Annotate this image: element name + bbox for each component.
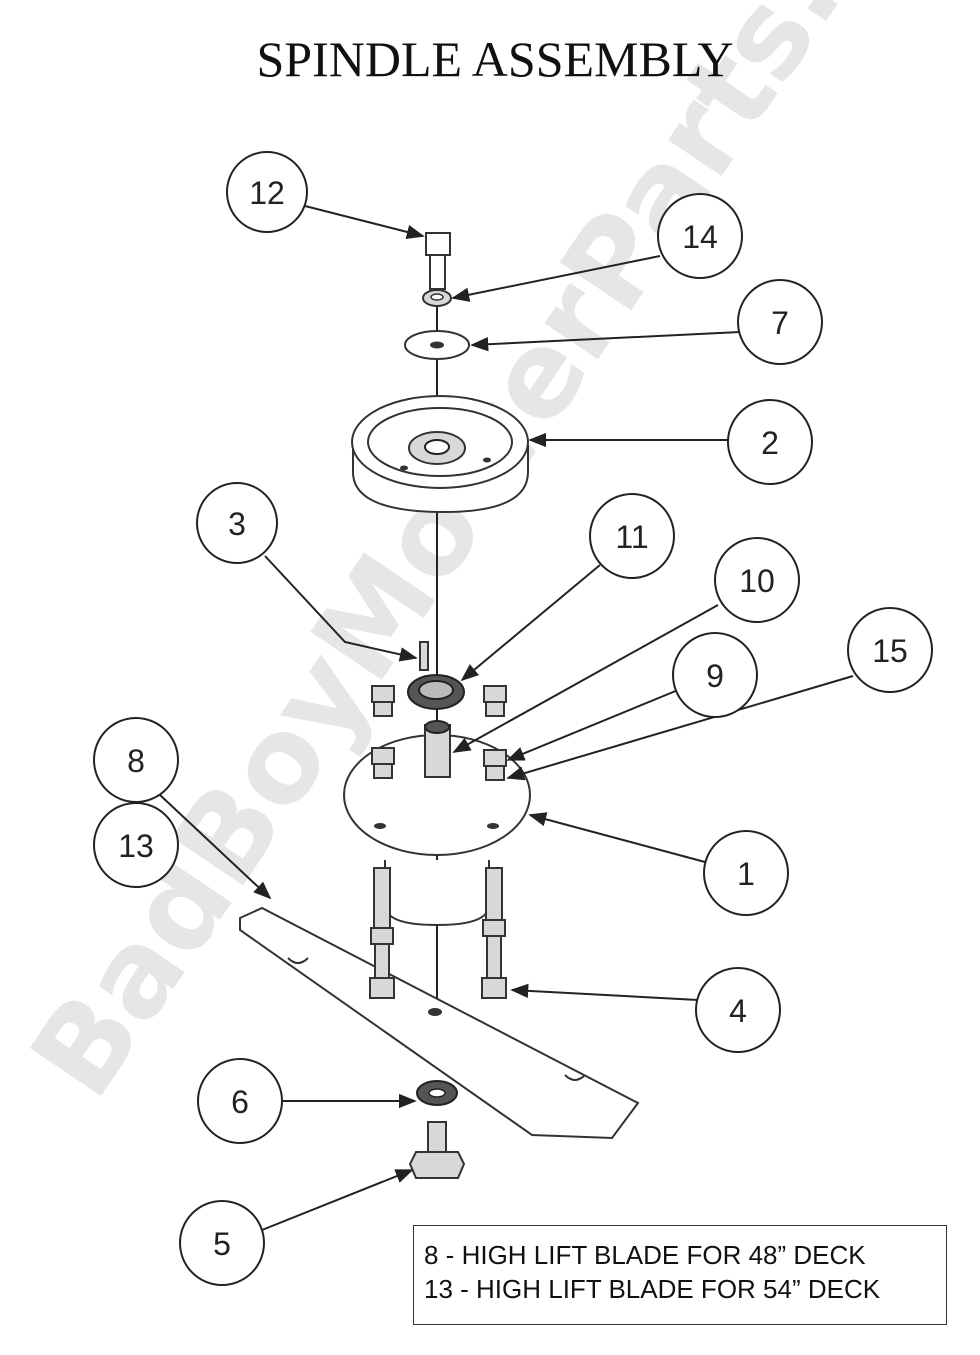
- leader-lines: [159, 205, 854, 1231]
- legend-box: 8 - HIGH LIFT BLADE FOR 48” DECK 13 - HI…: [413, 1225, 947, 1325]
- callout-11: 11: [589, 493, 675, 579]
- svg-text:10: 10: [739, 563, 775, 599]
- callout-9: 9: [672, 632, 758, 718]
- svg-text:15: 15: [872, 633, 908, 669]
- svg-text:2: 2: [761, 425, 779, 461]
- top-bolt: [425, 232, 451, 290]
- legend-line-54-deck: 13 - HIGH LIFT BLADE FOR 54” DECK: [424, 1274, 881, 1304]
- bottom-washer: [416, 1080, 458, 1106]
- callout-2: 2: [727, 399, 813, 485]
- callout-5: 5: [179, 1200, 265, 1286]
- legend-line-48-deck: 8 - HIGH LIFT BLADE FOR 48” DECK: [424, 1240, 866, 1270]
- callout-4: 4: [695, 967, 781, 1053]
- callout-8: 8: [93, 717, 179, 803]
- diagram-title: SPINDLE ASSEMBLY: [256, 31, 733, 87]
- svg-text:6: 6: [231, 1084, 249, 1120]
- pulley: [351, 395, 529, 514]
- svg-text:1: 1: [737, 856, 755, 892]
- svg-text:9: 9: [706, 658, 724, 694]
- callout-14: 14: [657, 193, 743, 279]
- callout-13: 13: [93, 802, 179, 888]
- callout-15: 15: [847, 607, 933, 693]
- top-lock-washer: [422, 289, 452, 307]
- svg-text:11: 11: [615, 519, 648, 555]
- svg-text:4: 4: [729, 993, 747, 1029]
- blade-bolt: [408, 1121, 466, 1179]
- svg-text:3: 3: [228, 506, 246, 542]
- callout-10: 10: [714, 537, 800, 623]
- callout-7: 7: [737, 279, 823, 365]
- svg-text:12: 12: [249, 175, 285, 211]
- svg-text:13: 13: [118, 828, 154, 864]
- svg-text:7: 7: [771, 305, 789, 341]
- svg-text:5: 5: [213, 1226, 231, 1262]
- flat-washer: [404, 330, 470, 360]
- blade: [239, 906, 640, 1140]
- mounting-bolts: [369, 867, 507, 999]
- nuts-and-lockwashers: [371, 685, 507, 781]
- svg-text:8: 8: [127, 743, 145, 779]
- svg-text:14: 14: [682, 219, 718, 255]
- callout-1: 1: [703, 830, 789, 916]
- callout-3: 3: [196, 482, 278, 564]
- callout-12: 12: [226, 151, 308, 233]
- callout-6: 6: [197, 1058, 283, 1144]
- bearing: [407, 674, 465, 710]
- key: [419, 641, 429, 671]
